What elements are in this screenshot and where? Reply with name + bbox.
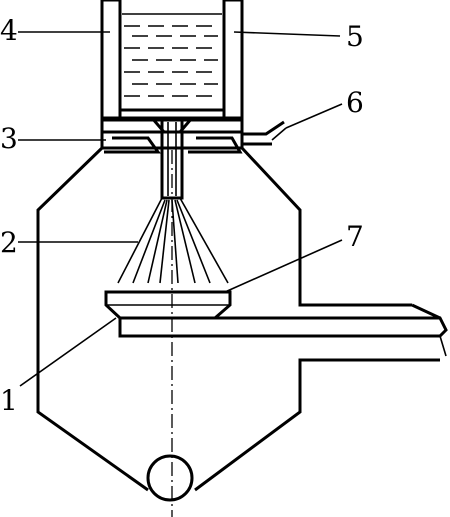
leader-lines	[18, 31, 343, 387]
collector-tray	[104, 290, 232, 320]
label-7: 7	[346, 220, 364, 253]
bottom-outlet	[146, 454, 194, 502]
liquid-surface	[122, 13, 222, 97]
label-5: 5	[346, 20, 364, 53]
air-inlet	[242, 120, 285, 146]
chamber-body	[36, 146, 440, 492]
label-2: 2	[0, 226, 18, 259]
cover-plate	[100, 116, 244, 154]
label-4: 4	[0, 14, 18, 47]
label-6: 6	[346, 86, 364, 119]
outlet-duct	[118, 303, 448, 357]
label-1: 1	[0, 384, 18, 417]
reservoir	[100, 0, 244, 122]
label-3: 3	[0, 122, 18, 155]
spray-cone	[117, 197, 229, 284]
